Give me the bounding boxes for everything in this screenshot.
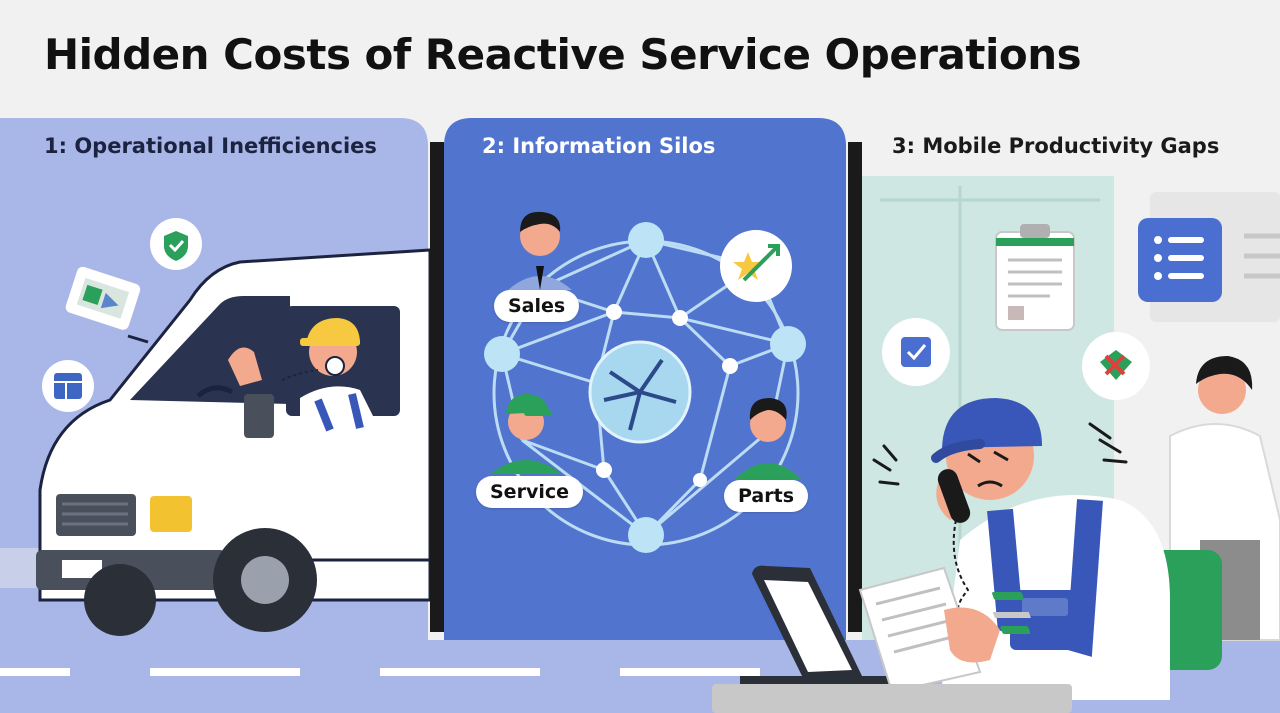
panel-mobile-productivity	[712, 176, 1280, 713]
panel-1-heading: 1: Operational Inefficiencies	[44, 134, 377, 158]
parts-person	[734, 398, 802, 480]
page-title: Hidden Costs of Reactive Service Operati…	[44, 30, 1082, 79]
checkbox-icon	[882, 318, 950, 386]
paper-sheet	[858, 566, 1000, 694]
grid-tile-icon	[42, 360, 94, 412]
panel-operational-inefficiencies	[0, 118, 432, 640]
technician	[931, 398, 1222, 700]
check-badge-icon	[150, 218, 202, 270]
parts-node-label: Parts	[724, 480, 808, 512]
driver	[196, 318, 380, 432]
checklist-icon	[1138, 218, 1280, 302]
panel-3-heading: 3: Mobile Productivity Gaps	[892, 134, 1220, 158]
clipboard-icon	[995, 224, 1075, 331]
service-node-label: Service	[476, 476, 583, 508]
panel-information-silos	[444, 118, 846, 640]
star-arrow-icon	[720, 230, 792, 302]
panel-2-heading: 2: Information Silos	[482, 134, 716, 158]
broken-hub	[588, 340, 692, 444]
service-person	[490, 394, 562, 474]
map-pin-icon	[1082, 332, 1150, 400]
sales-person	[508, 211, 572, 290]
sales-node-label: Sales	[494, 290, 580, 322]
map-card-icon	[65, 266, 141, 330]
